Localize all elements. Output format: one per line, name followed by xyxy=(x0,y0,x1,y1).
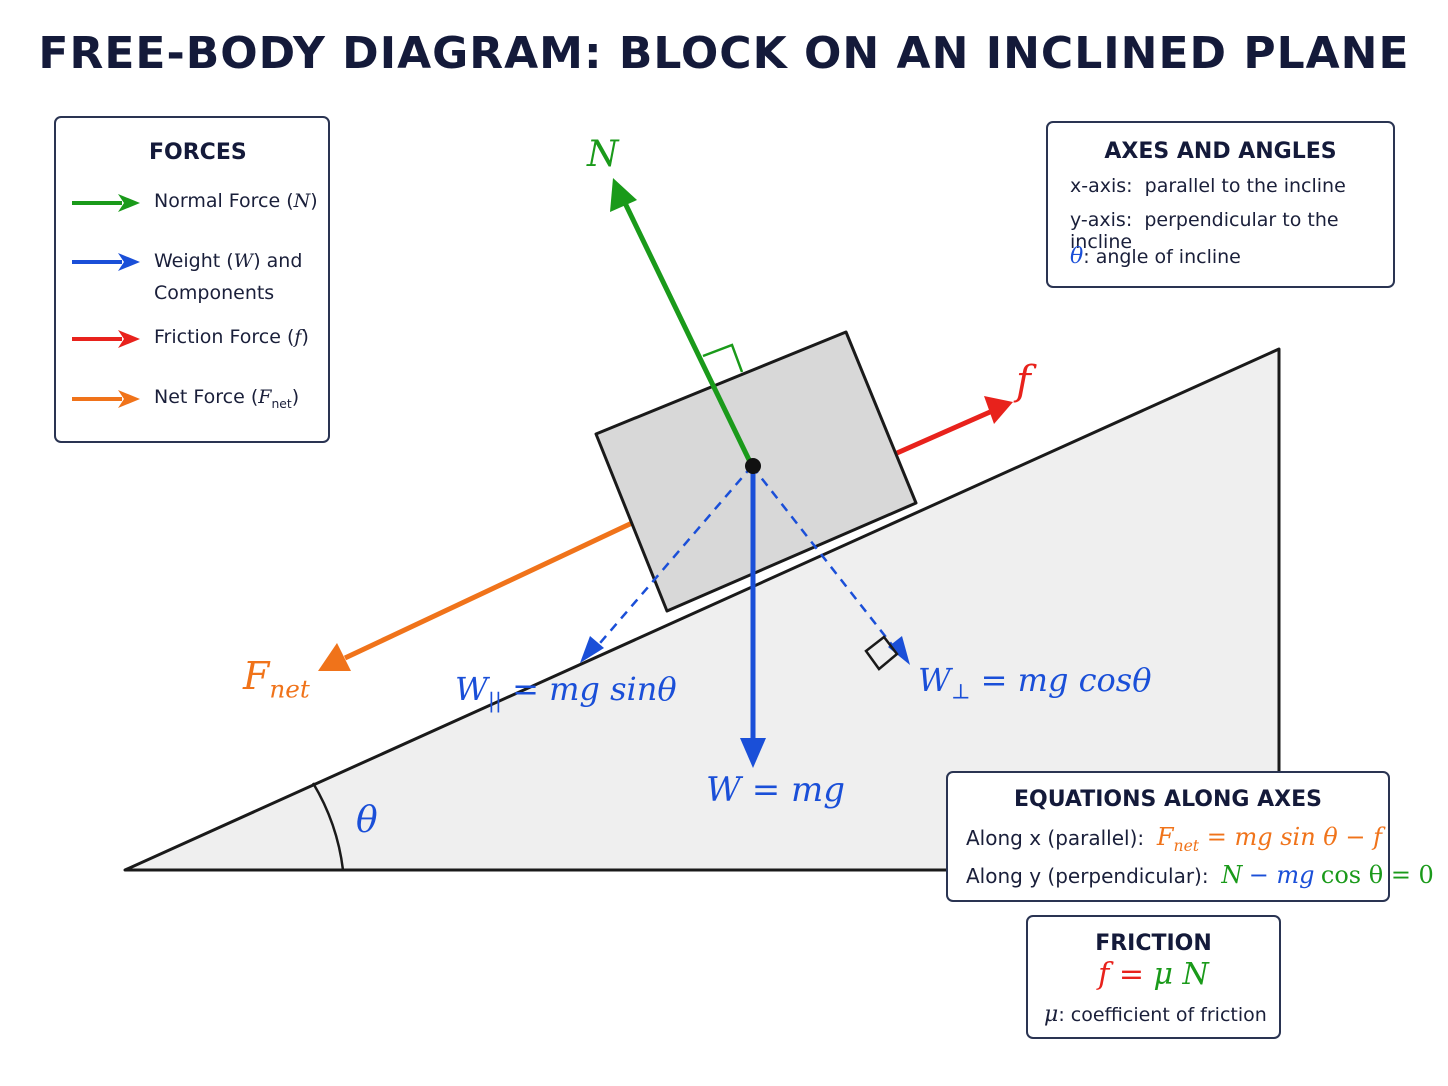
friction-box: FRICTION f = μ N μ: coefficient of frict… xyxy=(1026,915,1281,1039)
equations-box-title: EQUATIONS ALONG AXES xyxy=(1014,787,1322,812)
orange-arrow-icon xyxy=(72,390,140,408)
legend-net-label: Net Force (Fnet) xyxy=(154,386,300,411)
net-f: F xyxy=(243,654,270,698)
w-perp-sub: ⊥ xyxy=(950,679,971,704)
w-perp-arrow xyxy=(751,465,897,651)
legend-friction: Friction Force (f) xyxy=(72,326,309,350)
net-force-arrow xyxy=(343,520,634,661)
legend-friction-label: Friction Force (f) xyxy=(154,326,309,348)
axes-angles-box: AXES AND ANGLES x-axis: parallel to the … xyxy=(1046,121,1395,288)
w-perp-right-angle xyxy=(864,635,899,671)
friction-arrowhead xyxy=(984,396,1013,424)
theta-line: θ: angle of incline xyxy=(1070,244,1241,269)
weight-arrowhead xyxy=(740,738,766,768)
w-par-sub: || xyxy=(487,688,502,713)
equation-along-y: Along y (perpendicular): N − mg cos θ = … xyxy=(966,861,1434,889)
blue-arrow-icon xyxy=(72,253,140,271)
legend-normal-label: Normal Force (N) xyxy=(154,190,318,212)
label-normal: N xyxy=(587,134,619,175)
y-axis-line: y-axis: perpendicular to the incline xyxy=(1070,209,1339,253)
incline-plane xyxy=(123,347,1281,872)
label-friction: f xyxy=(1016,358,1031,404)
w-perp-arrowhead xyxy=(888,636,910,665)
axes-box-title: AXES AND ANGLES xyxy=(1104,139,1337,164)
normal-force-arrowhead xyxy=(610,178,637,212)
w-perp-eq: = mg cosθ xyxy=(980,661,1152,699)
mu-description: μ: coefficient of friction xyxy=(1044,1002,1267,1027)
w-parallel-arrowhead xyxy=(580,636,604,663)
friction-formula: f = μ N xyxy=(1098,957,1209,992)
friction-box-title: FRICTION xyxy=(1095,931,1212,956)
green-arrow-icon xyxy=(72,194,140,212)
label-theta: θ xyxy=(356,800,378,841)
label-w-parallel: W|| = mg sinθ xyxy=(455,670,677,712)
normal-force-arrow xyxy=(622,201,755,468)
w-par-eq: = mg sinθ xyxy=(512,670,677,708)
forces-legend-title: FORCES xyxy=(149,140,247,165)
legend-net: Net Force (Fnet) xyxy=(72,386,299,411)
center-of-mass xyxy=(745,458,761,474)
label-w-perp: W⊥ = mg cosθ xyxy=(918,661,1151,703)
theta-arc xyxy=(311,782,345,871)
net-force-arrowhead xyxy=(318,643,351,671)
equations-box: EQUATIONS ALONG AXES Along x (parallel):… xyxy=(946,771,1434,902)
equation-along-x: Along x (parallel): Fnet = mg sin θ − f xyxy=(966,823,1382,855)
w-parallel-arrow xyxy=(593,465,753,651)
label-net-force: Fnet xyxy=(243,654,310,704)
page-title: FREE-BODY DIAGRAM: BLOCK ON AN INCLINED … xyxy=(38,28,1410,79)
normal-right-angle xyxy=(702,343,744,373)
x-axis-line: x-axis: parallel to the incline xyxy=(1070,175,1346,197)
friction-arrow xyxy=(895,409,992,456)
legend-normal: Normal Force (N) xyxy=(72,190,318,214)
net-sub: net xyxy=(269,674,310,704)
label-weight: W = mg xyxy=(706,770,846,810)
w-par-w: W xyxy=(455,670,488,708)
w-perp-w: W xyxy=(918,661,951,699)
red-arrow-icon xyxy=(72,330,140,348)
